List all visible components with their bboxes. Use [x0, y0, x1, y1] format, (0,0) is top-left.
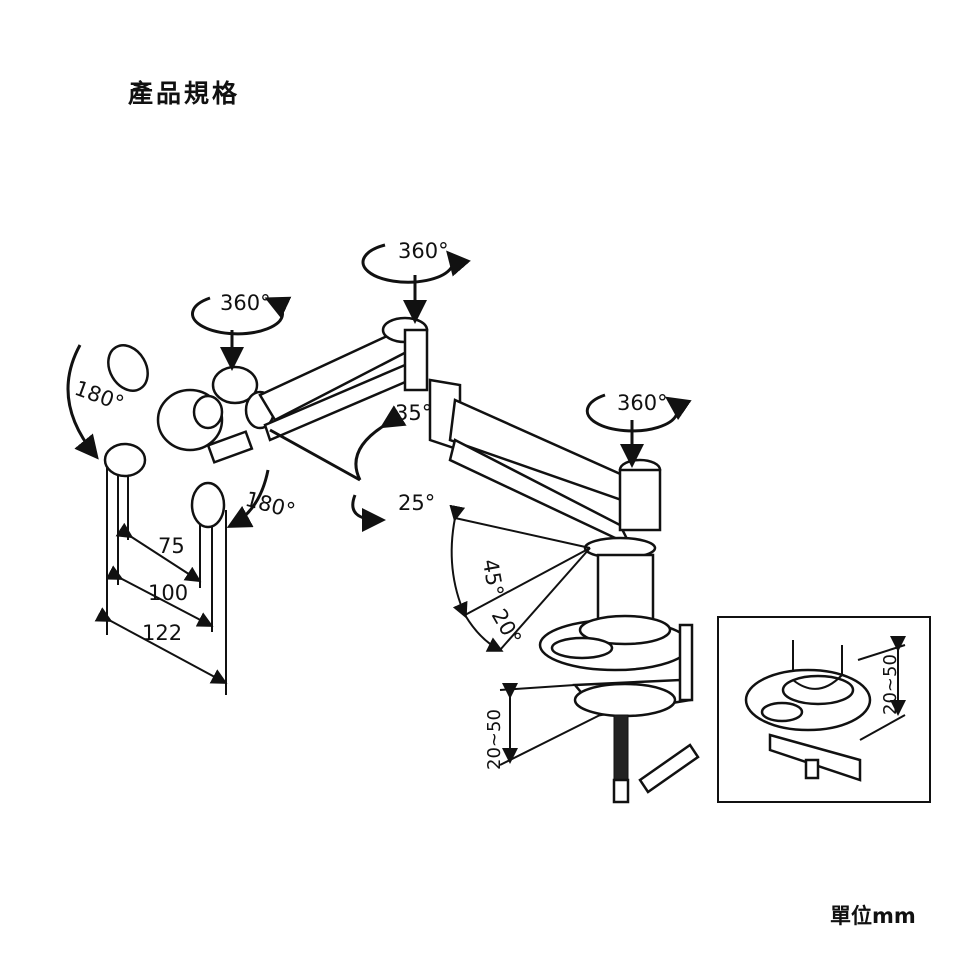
inset-clamp-range-label: 20~50 [880, 654, 901, 715]
vesa-122-label: 122 [142, 621, 182, 645]
arm-segments [258, 275, 662, 560]
tilt-bottom-label: 180° [243, 487, 298, 523]
rotate-base-label: 360° [617, 391, 668, 415]
rotate-base-arrow [585, 393, 692, 433]
rotate-elbow-arrow [361, 243, 471, 284]
tilt-down-label: 25° [398, 491, 435, 515]
tilt-up-arrow [354, 405, 407, 481]
tilt-left-arrow [66, 344, 99, 460]
clamp-range-label: 20~50 [484, 709, 505, 770]
unit-label: 單位mm [830, 904, 916, 928]
rotate-elbow-label: 360° [398, 239, 449, 263]
page-title: 產品規格 [128, 79, 241, 108]
vesa-75-label: 75 [158, 534, 185, 558]
vesa-head [103, 330, 276, 529]
vesa-100-label: 100 [148, 581, 188, 605]
arm-down-label: 20° [487, 605, 526, 649]
rotation-arrows [66, 243, 692, 532]
rotate-head-arrow [191, 296, 292, 336]
tilt-bottom-arrow [226, 469, 270, 528]
rotate-head-label: 360° [220, 291, 271, 315]
arm-angle-guides [449, 504, 601, 766]
pole-and-clamp [538, 553, 700, 804]
clamp-inset: 20~50 [717, 616, 931, 803]
arm-up-label: 45° [478, 557, 508, 598]
tilt-up-label: 35° [395, 401, 432, 425]
tilt-down-arrow [351, 494, 386, 532]
